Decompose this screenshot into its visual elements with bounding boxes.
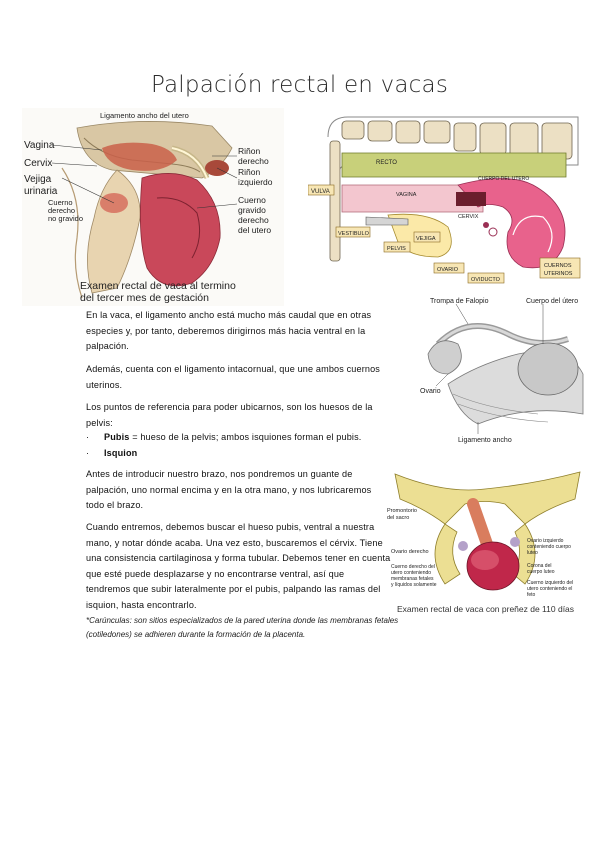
- figure1-caption-line2: del tercer mes de gestación: [80, 292, 209, 304]
- label-urinaria: urinaria: [24, 186, 58, 197]
- label-cuerno-d-3: membranas fetales: [391, 576, 434, 582]
- paragraph-4: Antes de introducir nuestro brazo, nos p…: [86, 469, 372, 510]
- figure-uterus-falopio: Trompa de Falopio Cuerpo del útero Ovari…: [418, 294, 588, 454]
- label-cuerpo-utero: CUERPO DEL UTERO: [478, 176, 529, 182]
- label-cuerno-g-2: gravido: [238, 205, 266, 215]
- cow-anatomy-illustration-1: Ligamento ancho del utero Vagina Cervix …: [22, 108, 284, 306]
- bullet-dot: ·: [86, 447, 90, 458]
- bullet-list: · Pubis = hueso de la pelvis; ambos isqui…: [86, 430, 391, 461]
- label-promontorio-2: del sacro: [387, 515, 409, 521]
- label-ovario-i-1: Ovario izquierdo: [527, 538, 564, 544]
- label-vulva: VULVA: [311, 189, 330, 195]
- paragraph-5: Cuando entremos, debemos buscar el hueso…: [86, 522, 391, 610]
- figure-pelvis-110-dias: Promontorio del sacro Ovario derecho Cue…: [385, 464, 589, 624]
- label-rinon-i-1: Riñon: [238, 167, 260, 177]
- label-cuerpo-utero-3: Cuerpo del útero: [526, 298, 578, 305]
- label-oviducto: OVIDUCTO: [471, 277, 501, 283]
- figure-reproductive-tract-diagram: RECTO CUERPO DEL UTERO VULVA VAGINA CERV…: [308, 107, 588, 287]
- pelvis-illustration: Promontorio del sacro Ovario derecho Cue…: [385, 464, 589, 612]
- label-cervix-2: CERVIX: [458, 214, 479, 220]
- paragraph-3: Los puntos de referencia para poder ubic…: [86, 402, 373, 428]
- label-vagina: Vagina: [24, 140, 55, 151]
- label-ovario-i-3: luteo: [527, 550, 538, 556]
- label-ovario-3: Ovario: [420, 388, 441, 395]
- label-ovario-2: OVARIO: [437, 267, 459, 273]
- label-recto: RECTO: [376, 160, 397, 166]
- label-cuerno-d-1: Cuerno derecho del: [391, 564, 435, 570]
- label-ovario-i-2: conteniendo cuerpo: [527, 544, 571, 550]
- bullet-pubis-text: = hueso de la pelvis; ambos isquiones fo…: [129, 432, 362, 442]
- footnote-caruncula: *Carúnculas: son sitios especializados d…: [86, 616, 399, 639]
- label-vagina-2: VAGINA: [396, 192, 417, 198]
- uterus-illustration: Trompa de Falopio Cuerpo del útero Ovari…: [418, 294, 588, 454]
- label-cuerno-i-1: Cuerno izquierdo del: [527, 580, 573, 586]
- figure4-caption: Examen rectal de vaca con preñez de 110 …: [397, 604, 575, 614]
- label-cuerno-no-3: no gravido: [48, 214, 83, 223]
- label-cuerno-i-3: feto: [527, 592, 536, 598]
- label-corona-2: cuerpo luteo: [527, 569, 555, 575]
- label-cuerno-d-2: utero conteniendo: [391, 570, 431, 576]
- page-title: Palpación rectal en vacas: [150, 72, 449, 98]
- label-cuerno-no-1: Cuerno: [48, 198, 73, 207]
- bullet-item-pubis: · Pubis = hueso de la pelvis; ambos isqui…: [86, 430, 391, 446]
- paragraph-1: En la vaca, el ligamento ancho está much…: [86, 310, 372, 351]
- label-ligamento-ancho-3: Ligamento ancho: [458, 437, 512, 444]
- label-cervix: Cervix: [24, 158, 52, 169]
- label-cuerno-g-4: del utero: [238, 225, 271, 235]
- label-vestibulo: VESTIBULO: [338, 231, 370, 237]
- bullet-item-isquion: · Isquion: [86, 446, 391, 462]
- figure1-caption: Examen rectal de vaca al termino del ter…: [80, 280, 280, 304]
- label-rinon-d-1: Riñon: [238, 146, 260, 156]
- bullet-dot: ·: [86, 432, 90, 442]
- bullet-pubis-bold: Pubis: [104, 432, 130, 442]
- tract-diagram: RECTO CUERPO DEL UTERO VULVA VAGINA CERV…: [308, 107, 588, 287]
- label-vejiga-2: VEJIGA: [416, 236, 436, 242]
- figure1-caption-line1: Examen rectal de vaca al termino: [80, 280, 236, 292]
- label-rinon-i-2: izquierdo: [238, 177, 273, 187]
- label-cuerno-g-3: derecho: [238, 215, 269, 225]
- label-ligamento: Ligamento ancho del utero: [100, 111, 189, 120]
- label-cuerno-g-1: Cuerno: [238, 195, 266, 205]
- label-pelvis: PELVIS: [387, 246, 406, 252]
- label-rinon-d-2: derecho: [238, 156, 269, 166]
- paragraph-2: Además, cuenta con el ligamento intacorn…: [86, 364, 381, 390]
- label-cuerno-i-2: utero conteniendo el: [527, 586, 572, 592]
- label-cuerno-d-4: y líquidos solamente: [391, 582, 437, 588]
- label-cuernos-2: UTERINOS: [544, 271, 573, 277]
- label-corona-1: Corona del: [527, 563, 551, 569]
- label-promontorio-1: Promontorio: [387, 508, 417, 514]
- bullet-isquion-bold: Isquion: [104, 447, 138, 458]
- label-cuernos-1: CUERNOS: [544, 263, 572, 269]
- label-cuerno-no-2: derecho: [48, 206, 75, 215]
- label-trompa: Trompa de Falopio: [430, 298, 489, 305]
- figure-rectal-exam-3-months: Ligamento ancho del utero Vagina Cervix …: [22, 108, 284, 306]
- label-ovario-derecho: Ovario derecho: [391, 549, 429, 555]
- label-vejiga: Vejiga: [24, 174, 52, 185]
